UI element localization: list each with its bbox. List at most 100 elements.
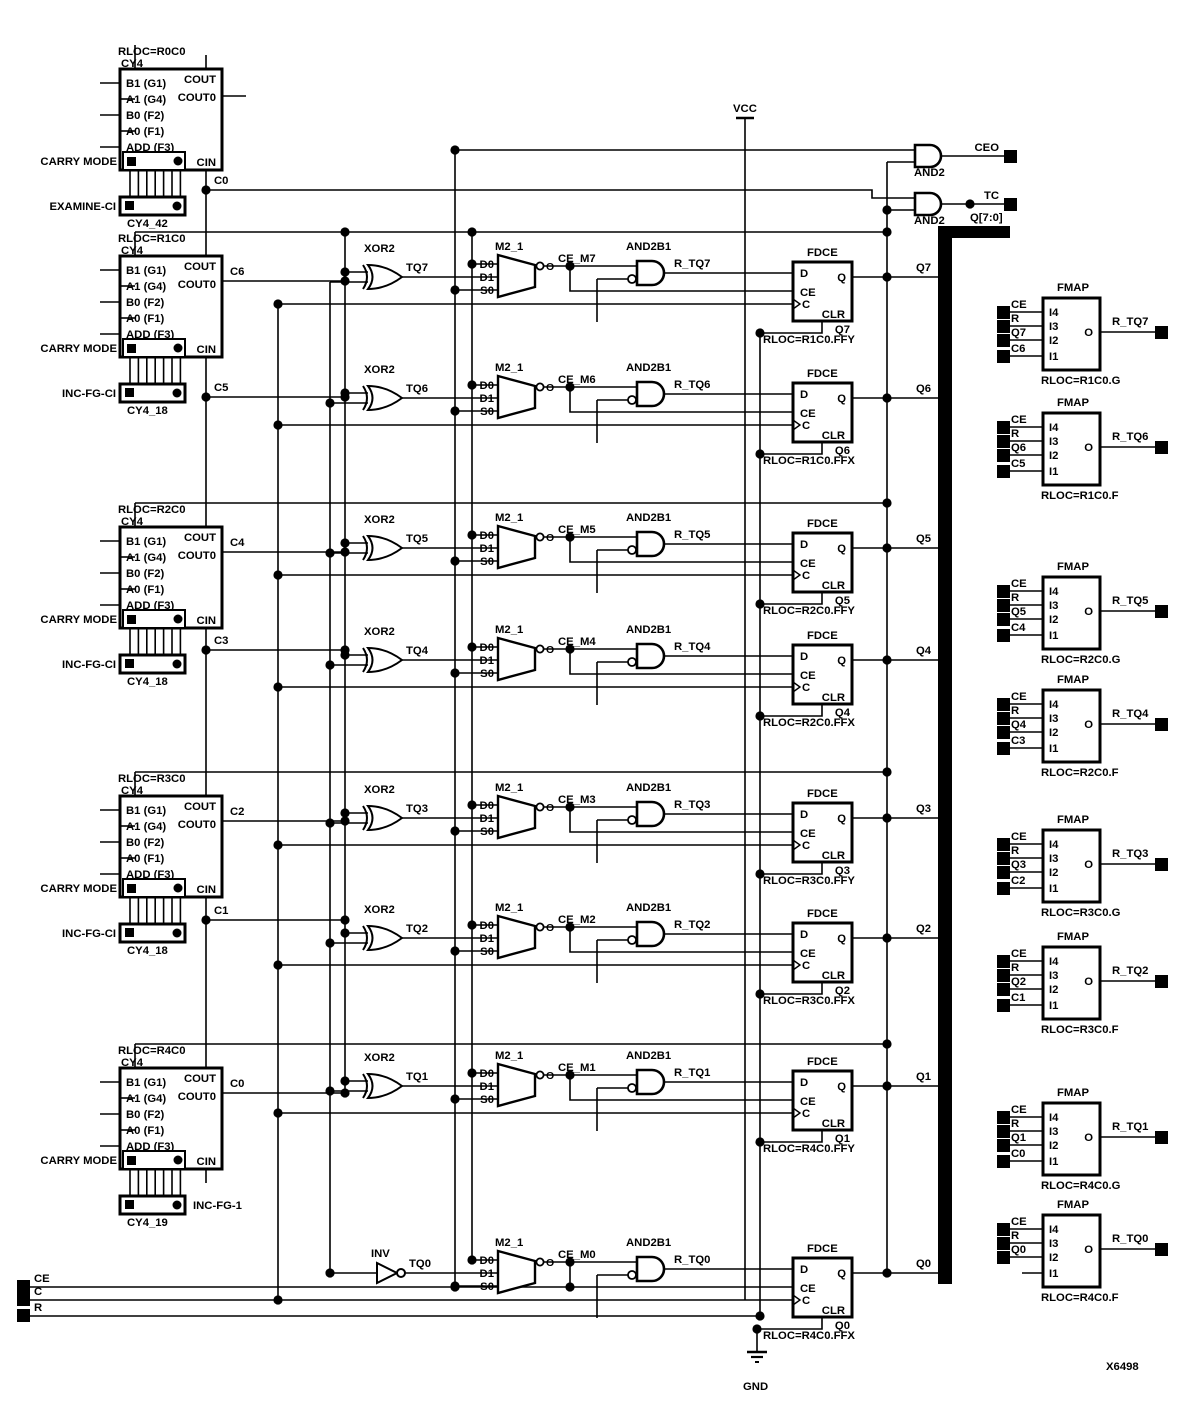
junction-dot bbox=[965, 199, 975, 209]
net-label: Q1 bbox=[916, 1071, 931, 1083]
carry-mode-box bbox=[122, 609, 186, 629]
pin-label: C bbox=[802, 1108, 810, 1120]
pin-label: I2 bbox=[1049, 450, 1058, 462]
junction-dot bbox=[273, 570, 283, 580]
net-label: R_TQ5 bbox=[1112, 595, 1148, 607]
pin-label: D1 bbox=[480, 393, 494, 405]
fmap-input-terminal bbox=[997, 599, 1010, 612]
pin-label: I1 bbox=[1049, 466, 1058, 478]
pin-label: I4 bbox=[1049, 839, 1059, 851]
pin-label: B1 (G1) bbox=[126, 1077, 166, 1089]
net-label: R_TQ0 bbox=[1112, 1233, 1148, 1245]
pin-label: CE bbox=[800, 558, 816, 570]
pin-label: CE bbox=[800, 287, 816, 299]
xor2-gate bbox=[366, 534, 404, 562]
net-label: R_TQ1 bbox=[674, 1067, 710, 1079]
net-label: R_TQ5 bbox=[674, 529, 710, 541]
and2b1-bubble bbox=[627, 935, 637, 945]
carry-mode-box bbox=[122, 151, 186, 171]
wire bbox=[569, 649, 793, 675]
pin-label: I1 bbox=[1049, 1268, 1058, 1280]
pin-label: I2 bbox=[1049, 1140, 1058, 1152]
net-label: C3 bbox=[1011, 735, 1025, 747]
fmap-block bbox=[1041, 411, 1102, 487]
fmap-input-terminal bbox=[997, 320, 1010, 333]
net-label: R_TQ6 bbox=[674, 379, 710, 391]
pin-label: O bbox=[546, 802, 554, 814]
fmap-input-terminal bbox=[997, 613, 1010, 626]
mode-pad bbox=[173, 883, 183, 893]
block-title: FDCE bbox=[807, 1243, 838, 1255]
mode-block bbox=[118, 382, 187, 404]
mode-pad bbox=[172, 388, 182, 398]
net-label: CE bbox=[1011, 1104, 1027, 1116]
junction-dot bbox=[882, 205, 892, 215]
pin-label: I3 bbox=[1049, 321, 1058, 333]
carry-net-label: C5 bbox=[214, 382, 228, 394]
pin-label: Q bbox=[837, 393, 846, 405]
xor2-back-arc bbox=[362, 925, 368, 951]
pin-label: S0 bbox=[480, 668, 494, 680]
pin-label: O bbox=[546, 261, 554, 273]
xor2-gate bbox=[366, 646, 404, 674]
cout0-net-label: C4 bbox=[230, 537, 245, 549]
pin-label: O bbox=[1084, 606, 1093, 618]
rloc-label: RLOC=R3C0.FFY bbox=[763, 875, 855, 887]
pin-label: CIN bbox=[197, 615, 216, 627]
mode-pad bbox=[125, 388, 134, 397]
xor2-back-arc bbox=[362, 1073, 368, 1099]
fmap-block bbox=[1041, 1101, 1102, 1177]
fmap-input-terminal bbox=[997, 999, 1010, 1012]
gate-name: INV bbox=[371, 1248, 390, 1260]
mode-pad bbox=[125, 928, 134, 937]
block-title: M2_1 bbox=[495, 512, 523, 524]
rloc-label: RLOC=R1C0.FFY bbox=[763, 334, 855, 346]
net-label: R_TQ1 bbox=[1112, 1121, 1148, 1133]
net-label: CE bbox=[1011, 299, 1027, 311]
clock-wedge bbox=[792, 1107, 802, 1119]
pin-label: B0 (F2) bbox=[126, 568, 165, 580]
and2b1-gate bbox=[635, 1068, 666, 1096]
pin-label: O bbox=[546, 532, 554, 544]
pin-label: Q bbox=[837, 655, 846, 667]
fdce-block bbox=[791, 260, 854, 323]
fmap-input-terminal bbox=[997, 1125, 1010, 1138]
junction-dot bbox=[340, 1088, 350, 1098]
pin-label: I3 bbox=[1049, 713, 1058, 725]
and2-gate-tc bbox=[913, 191, 943, 217]
rloc-label: RLOC=R0C0 bbox=[118, 46, 185, 58]
c-label: C bbox=[34, 1286, 42, 1298]
fmap-input-terminal bbox=[997, 1111, 1010, 1124]
block-title: CY4 bbox=[121, 785, 144, 797]
gate-name: AND2B1 bbox=[626, 241, 671, 253]
rloc-label: RLOC=R3C0.F bbox=[1041, 1024, 1119, 1036]
pin-label: A0 (F1) bbox=[126, 853, 165, 865]
pin-label: S0 bbox=[480, 826, 494, 838]
mux-out-pin bbox=[535, 1070, 545, 1080]
pin-label: S0 bbox=[480, 285, 494, 297]
block-title: CY4 bbox=[121, 58, 144, 70]
fmap-block bbox=[1041, 296, 1102, 372]
xor2-gate bbox=[366, 263, 404, 291]
junction-dot bbox=[755, 449, 765, 459]
net-label: Q3 bbox=[916, 803, 931, 815]
pin-label: COUT bbox=[184, 74, 216, 86]
pin-label: D0 bbox=[480, 1068, 494, 1080]
pin-label: CLR bbox=[822, 309, 845, 321]
pin-label: Q bbox=[837, 1081, 846, 1093]
and2b1-bubble bbox=[627, 1083, 637, 1093]
net-label: TQ2 bbox=[406, 923, 428, 935]
pin-label: B1 (G1) bbox=[126, 78, 166, 90]
pin-label: I2 bbox=[1049, 727, 1058, 739]
rloc-label: RLOC=R2C0.F bbox=[1041, 767, 1119, 779]
fmap-input-terminal bbox=[997, 726, 1010, 739]
net-label: TQ0 bbox=[409, 1258, 431, 1270]
gate-name: XOR2 bbox=[364, 364, 395, 376]
pin-label: Q bbox=[837, 813, 846, 825]
pin-label: O bbox=[546, 922, 554, 934]
pin-label: O bbox=[1084, 719, 1093, 731]
net-label: R_TQ2 bbox=[1112, 965, 1148, 977]
fmap-input-terminal bbox=[997, 838, 1010, 851]
m2-1-mux bbox=[496, 253, 537, 299]
rloc-label: RLOC=R4C0.F bbox=[1041, 1292, 1119, 1304]
